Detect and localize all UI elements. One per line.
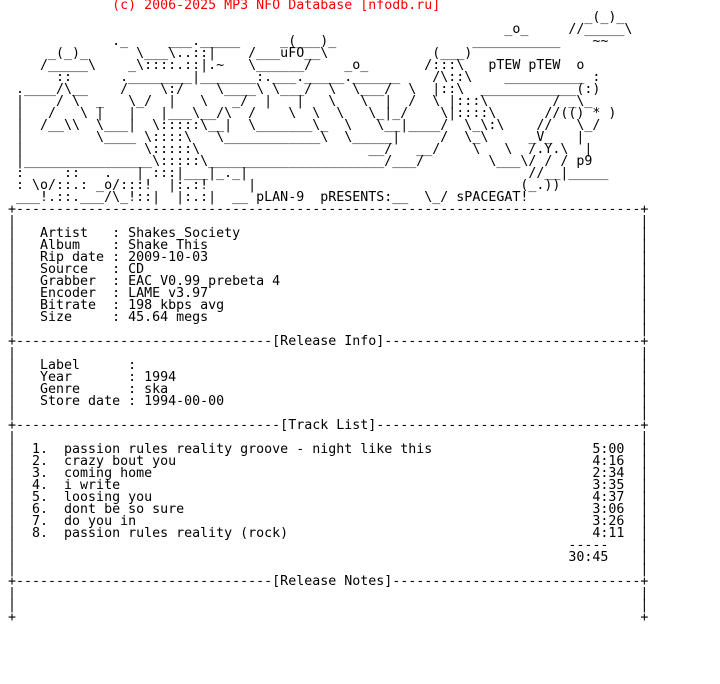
nfo-line: | Label : | <box>8 358 649 373</box>
nfo-line: | \____ \::::\ \____________\ \_____| / … <box>8 130 585 145</box>
nfo-line: | 7. do you in 3:26 | <box>8 514 649 529</box>
nfo-line: +--------------------------------[Releas… <box>8 574 649 589</box>
nfo-line: _(_)_ \___\..::| /___uFO__\ (___) <box>8 46 529 61</box>
nfo-line: +---------------------------------[Track… <box>8 418 649 433</box>
nfo-line: | ----- | <box>8 538 649 553</box>
nfo-line: | Bitrate : 198 kbps avg | <box>8 298 649 313</box>
nfo-line: | 3. coming home 2:34 | <box>8 466 649 481</box>
nfo-line: | | <box>8 346 649 361</box>
nfo-line: +--------------------------------[Releas… <box>8 334 649 349</box>
nfo-line: | | <box>8 598 649 613</box>
nfo-line: | Size : 45.64 megs | <box>8 310 649 325</box>
nfo-line: .____/\__ / \:/ \____\ \___/ \ \___/ \ |… <box>8 82 601 97</box>
nfo-line: | | <box>8 406 649 421</box>
nfo-line: + + <box>8 610 649 625</box>
nfo-line: | 8. passion rules reality (rock) 4:11 | <box>8 526 649 541</box>
nfo-line: | / \ _ \_/ | \ _/ | | \ \ | / \ |:::\ /… <box>8 94 593 109</box>
nfo-line: | 30:45 | <box>8 550 649 565</box>
nfo-line: : \o/::.: _o/:::! |:.:! | _(_.)) <box>8 178 561 193</box>
nfo-line: | Store date : 1994-00-00 | <box>8 394 649 409</box>
nfo-line: | Artist : Shakes Society | <box>8 226 649 241</box>
nfo-line: | | <box>8 586 649 601</box>
nfo-line: /_____\ _\::::.::|.~ \______/ _o_ /:::\ … <box>8 58 585 73</box>
nfo-body: _(_)_ _o_ //_____\ ._ ___._____ _(___)_ … <box>8 10 649 625</box>
nfo-line: | 2. crazy bout you 4:16 | <box>8 454 649 469</box>
nfo-line: | Encoder : LAME v3.97 | <box>8 286 649 301</box>
nfo-line: +---------------------------------------… <box>8 202 649 217</box>
nfo-line: ._ ___._____ _(___)_ ___________ ~~ <box>8 34 609 49</box>
copyright-header: (c) 2006-2025 MP3 NFO Database [nfodb.ru… <box>8 0 441 13</box>
nfo-line: | 1. passion rules reality groove - nigh… <box>8 442 649 457</box>
nfo-line: | | <box>8 430 649 445</box>
nfo-document: (c) 2006-2025 MP3 NFO Database [nfodb.ru… <box>8 0 648 624</box>
nfo-line: | Album : Shake This | <box>8 238 649 253</box>
nfo-line: _o_ //_____\ <box>8 22 633 37</box>
nfo-line: | | <box>8 322 649 337</box>
nfo-line: | | <box>8 214 649 229</box>
nfo-line: ___!.::.___/\_!::| |:.:| __ pLAN-9 pRESE… <box>8 190 529 205</box>
nfo-line: | Genre : ska | <box>8 382 649 397</box>
nfo-line: |________________\:::::\________________… <box>8 154 593 169</box>
nfo-line: | 5. loosing you 4:37 | <box>8 490 649 505</box>
nfo-line: | Grabber : EAC V0.99 prebeta 4 | <box>8 274 649 289</box>
nfo-line: | Year : 1994 | <box>8 370 649 385</box>
nfo-line: | 4. i write 3:35 | <box>8 478 649 493</box>
nfo-line: | /__\\ \___| \:::::\__| \_______\_ \ \_… <box>8 118 601 133</box>
nfo-line: | Rip date : 2009-10-03 | <box>8 250 649 265</box>
nfo-line: _(_)_ <box>8 10 625 25</box>
nfo-line: :: .________|_______:.___._____.______ /… <box>8 70 601 85</box>
nfo-line: | / \ | | |___\__/\ / \ \ \ \_|_/ \|::::… <box>8 106 617 121</box>
nfo-line: | 6. dont be so sure 3:06 | <box>8 502 649 517</box>
nfo-line: | Source : CD | <box>8 262 649 277</box>
nfo-line: : :: . | :::|___|_._| //__|_____ <box>8 166 609 181</box>
nfo-line: | | <box>8 562 649 577</box>
nfo-line: | \:::::\ __/ __/ \ \ /.Y.\ | <box>8 142 593 157</box>
